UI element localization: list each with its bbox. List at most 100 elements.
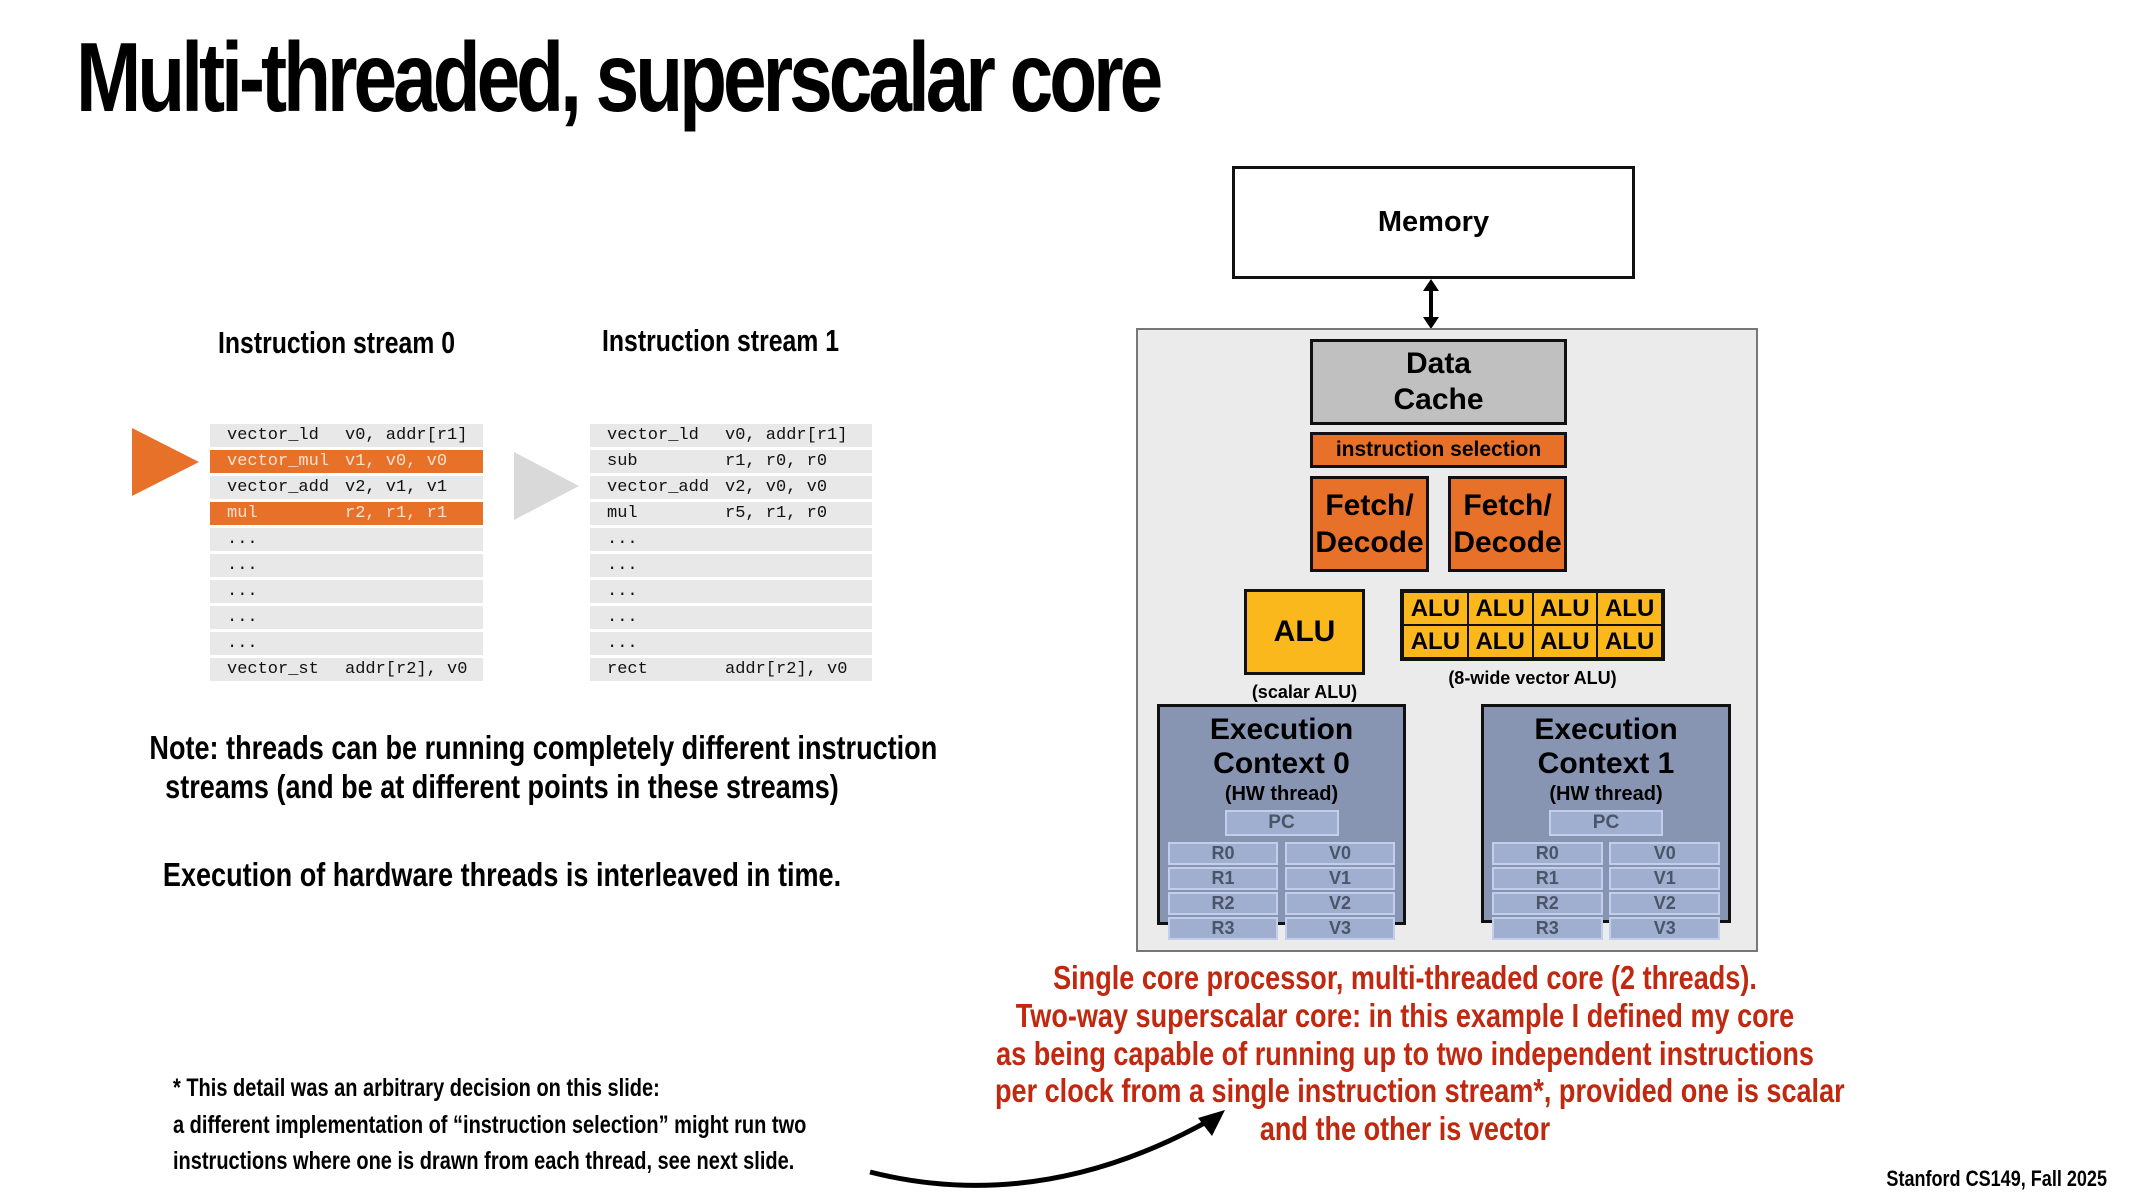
vector-register: V3 xyxy=(1284,917,1395,940)
instruction-operands: r5, r1, r0 xyxy=(725,504,828,523)
summary-line-5: and the other is vector xyxy=(1259,1110,1551,1147)
instruction-operands: addr[r2], v0 xyxy=(345,660,468,679)
instruction-operands: r2, r1, r1 xyxy=(345,504,448,523)
instruction-row: mul r2, r1, r1 xyxy=(210,502,483,525)
instruction-row: mul r5, r1, r0 xyxy=(590,502,872,525)
instruction-row: ... xyxy=(210,554,483,577)
instruction-row: ... xyxy=(210,632,483,655)
footnote-line-3: instructions where one is drawn from eac… xyxy=(173,1147,795,1175)
vector-alu-lane: ALU xyxy=(1467,625,1533,658)
data-cache-label-line-1: Data xyxy=(1405,347,1471,380)
instruction-operands: v0, addr[r1] xyxy=(725,426,848,445)
instruction-opcode: sub xyxy=(607,452,638,471)
instruction-row: ... xyxy=(210,606,483,629)
vector-alu-lane: ALU xyxy=(1403,625,1468,658)
instruction-row: sub r1, r0, r0 xyxy=(590,450,872,473)
instruction-row: ... xyxy=(590,554,872,577)
instruction-opcode: ... xyxy=(227,634,258,653)
stream-1-label: Instruction stream 1 xyxy=(602,323,840,358)
instruction-opcode: ... xyxy=(607,634,638,653)
instruction-opcode: vector_ld xyxy=(227,426,319,445)
instruction-opcode: ... xyxy=(607,582,638,601)
instruction-opcode: ... xyxy=(227,608,258,627)
instruction-opcode: ... xyxy=(607,556,638,575)
instruction-opcode: mul xyxy=(227,504,258,523)
scalar-register: R0 xyxy=(1492,842,1603,865)
fetch-decode-1-label-line-1: Fetch/ xyxy=(1463,489,1552,522)
instruction-opcode: rect xyxy=(607,660,648,679)
instruction-opcode: vector_add xyxy=(227,478,330,497)
scalar-alu-block: ALU xyxy=(1244,589,1365,675)
vector-register: V3 xyxy=(1609,917,1720,940)
fetch-decode-0-block: Fetch/ Decode xyxy=(1310,476,1429,572)
instruction-opcode: ... xyxy=(607,608,638,627)
vector-alu-lane: ALU xyxy=(1532,625,1598,658)
instruction-opcode: mul xyxy=(607,504,638,523)
instruction-opcode: vector_st xyxy=(227,660,319,679)
vector-alu-lane: ALU xyxy=(1532,592,1598,625)
instruction-operands: v2, v1, v1 xyxy=(345,478,448,497)
vector-alu-lane: ALU xyxy=(1597,592,1662,625)
instruction-row: ... xyxy=(210,528,483,551)
instruction-stream-1-table: vector_ld v0, addr[r1] sub r1, r0, r0 vector… xyxy=(590,424,872,684)
scalar-register: R3 xyxy=(1168,917,1279,940)
summary-line-1: Single core processor, multi-threaded co… xyxy=(1053,959,1757,996)
active-thread-arrow-icon xyxy=(132,428,199,496)
vector-alu-caption: (8-wide vector ALU) xyxy=(1448,668,1617,688)
instruction-row: vector_st addr[r2], v0 xyxy=(210,658,483,681)
interleave-note: Execution of hardware threads is interle… xyxy=(162,856,842,893)
instruction-opcode: ... xyxy=(227,530,258,549)
scalar-register: R1 xyxy=(1168,867,1279,890)
context-subtitle: (HW thread) xyxy=(1224,783,1339,805)
summary-line-2: Two-way superscalar core: in this exampl… xyxy=(1015,997,1795,1034)
instruction-operands: r1, r0, r0 xyxy=(725,452,828,471)
instruction-operands: addr[r2], v0 xyxy=(725,660,848,679)
instruction-operands: v0, addr[r1] xyxy=(345,426,468,445)
instruction-row: ... xyxy=(590,528,872,551)
memory-block: Memory xyxy=(1232,166,1635,279)
vector-alu-lane: ALU xyxy=(1597,625,1662,658)
program-counter-register: PC xyxy=(1224,810,1339,836)
memory-label: Memory xyxy=(1377,206,1490,238)
program-counter-register: PC xyxy=(1549,810,1663,836)
fetch-decode-0-label-line-2: Decode xyxy=(1315,526,1424,559)
course-credit: Stanford CS149, Fall 2025 xyxy=(1886,1166,2107,1191)
instruction-row: rect addr[r2], v0 xyxy=(590,658,872,681)
scalar-register: R2 xyxy=(1492,892,1603,915)
summary-line-3: as being capable of running up to two in… xyxy=(996,1035,1814,1072)
instruction-row: vector_ld v0, addr[r1] xyxy=(590,424,872,447)
footnote-line-2: a different implementation of “instructi… xyxy=(173,1111,807,1139)
scalar-alu-caption: (scalar ALU) xyxy=(1251,682,1358,702)
vector-register: V2 xyxy=(1284,892,1395,915)
context-subtitle: (HW thread) xyxy=(1549,783,1663,805)
instruction-opcode: vector_add xyxy=(607,478,710,497)
scalar-register: R0 xyxy=(1168,842,1279,865)
scalar-alu-label: ALU xyxy=(1273,615,1336,648)
instruction-opcode: ... xyxy=(227,582,258,601)
vector-register: V2 xyxy=(1609,892,1720,915)
context-title-line-2: Context 1 xyxy=(1537,747,1675,780)
slide-title: Multi-threaded, superscalar core xyxy=(76,22,1163,132)
vector-register: V0 xyxy=(1284,842,1395,865)
vector-register: V1 xyxy=(1284,867,1395,890)
fetch-decode-1-label-line-2: Decode xyxy=(1453,526,1562,559)
instruction-opcode: ... xyxy=(607,530,638,549)
instruction-row: ... xyxy=(590,632,872,655)
context-title-line-1: Execution xyxy=(1209,713,1354,746)
instruction-opcode: vector_ld xyxy=(607,426,699,445)
vector-register: V1 xyxy=(1609,867,1720,890)
instruction-opcode: vector_mul xyxy=(227,452,330,471)
stream-0-label: Instruction stream 0 xyxy=(218,325,456,360)
data-cache-block: Data Cache xyxy=(1310,339,1567,425)
instruction-selection-label: instruction selection xyxy=(1335,438,1542,461)
footnote-line-1: * This detail was an arbitrary decision … xyxy=(173,1074,660,1102)
